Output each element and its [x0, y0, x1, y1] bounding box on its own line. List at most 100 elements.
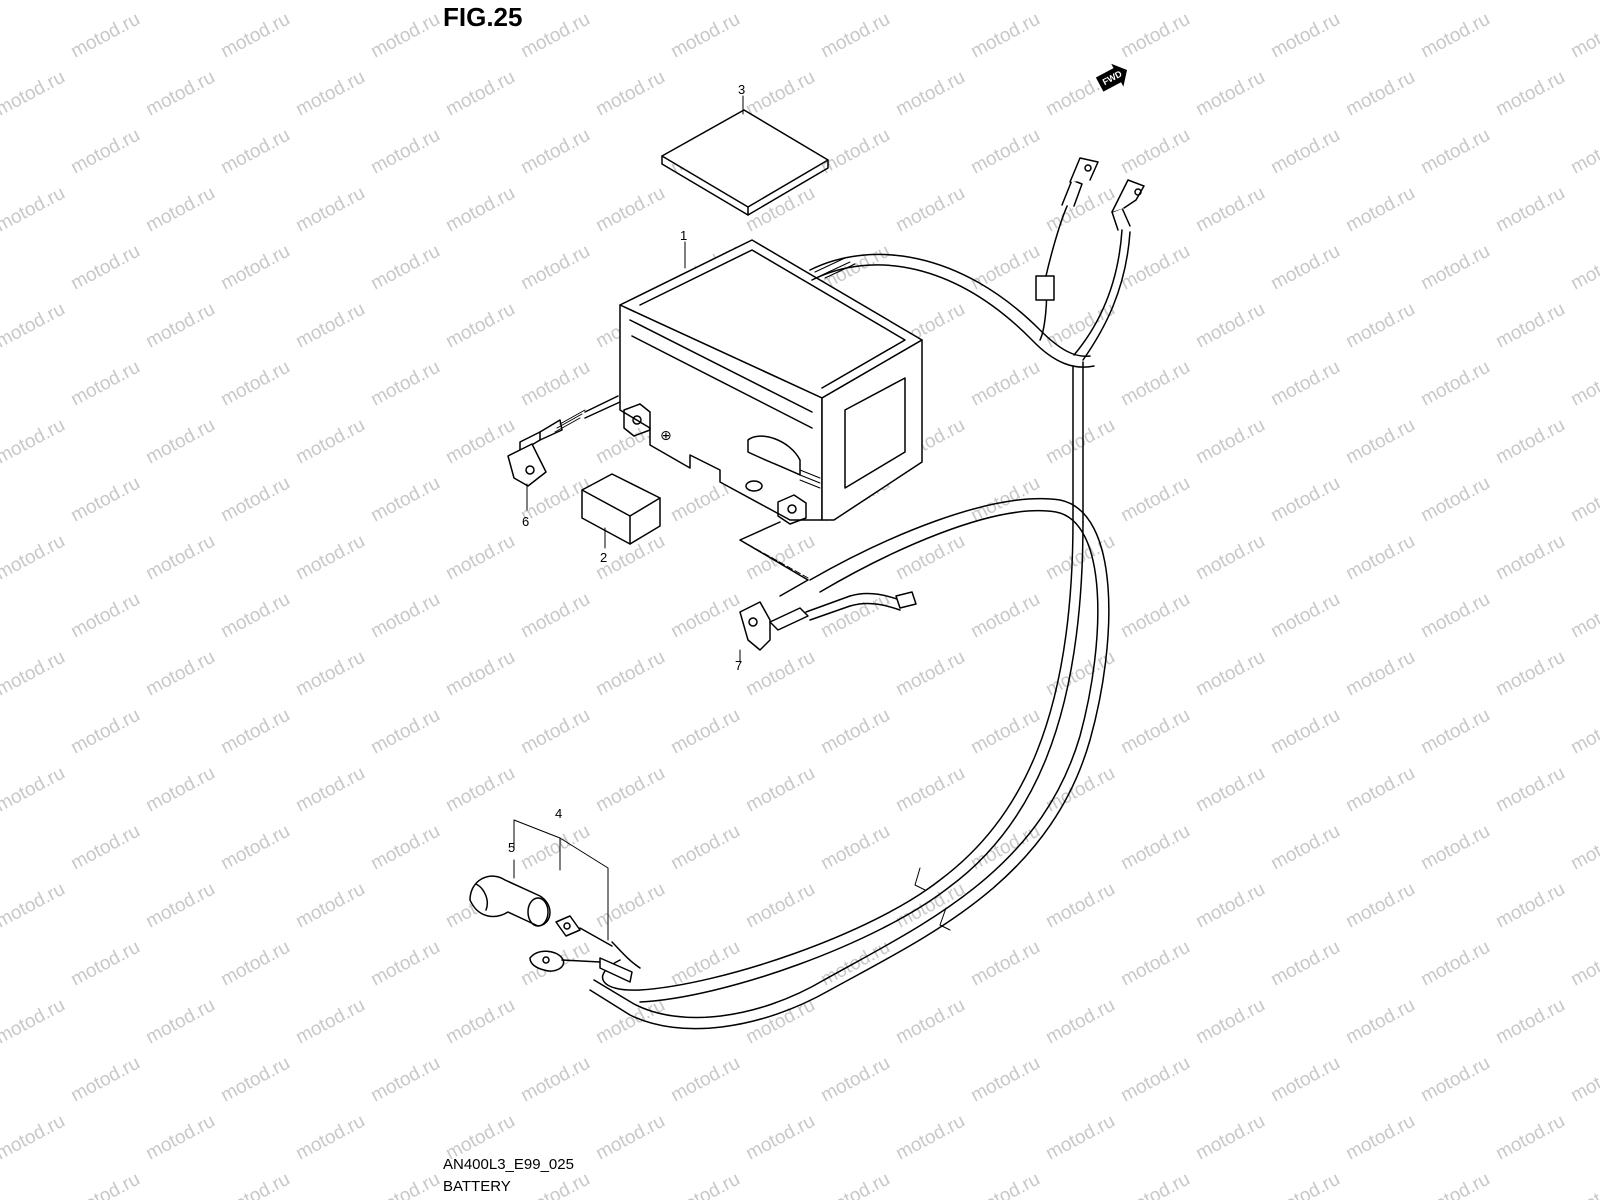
watermark-text: motod.ru — [1117, 705, 1193, 759]
watermark-text: motod.ru — [1492, 995, 1568, 1049]
watermark-text: motod.ru — [1117, 125, 1193, 179]
watermark-text: motod.ru — [367, 1169, 443, 1200]
watermark-text: motod.ru — [742, 0, 818, 4]
watermark-text: motod.ru — [367, 1053, 443, 1107]
watermark-text: motod.ru — [1267, 357, 1343, 411]
ground-cable-part — [469, 875, 641, 983]
watermark-text: motod.ru — [0, 183, 69, 237]
callout-6: 6 — [522, 514, 529, 529]
watermark-text: motod.ru — [67, 1053, 143, 1107]
watermark-text: motod.ru — [592, 183, 668, 237]
watermark-text: motod.ru — [142, 299, 218, 353]
watermark-text: motod.ru — [0, 531, 69, 585]
watermark-text: motod.ru — [892, 763, 968, 817]
watermark-text: motod.ru — [892, 67, 968, 121]
watermark-text: motod.ru — [817, 589, 893, 643]
watermark-text: motod.ru — [67, 241, 143, 295]
watermark-text: motod.ru — [1567, 589, 1600, 643]
watermark-text: motod.ru — [67, 357, 143, 411]
watermark-text: motod.ru — [1492, 763, 1568, 817]
watermark-text: motod.ru — [1567, 9, 1600, 63]
watermark-text: motod.ru — [817, 9, 893, 63]
watermark-text: motod.ru — [217, 241, 293, 295]
watermark-text: motod.ru — [217, 473, 293, 527]
watermark-text: motod.ru — [292, 995, 368, 1049]
watermark-text: motod.ru — [742, 531, 818, 585]
watermark-text: motod.ru — [817, 1169, 893, 1200]
watermark-text: motod.ru — [1492, 879, 1568, 933]
watermark-text: motod.ru — [1042, 299, 1118, 353]
fwd-arrow-icon: FWD — [1095, 63, 1128, 92]
watermark-text: motod.ru — [367, 473, 443, 527]
watermark-text: motod.ru — [1417, 589, 1493, 643]
watermark-text: motod.ru — [517, 1053, 593, 1107]
watermark-text: motod.ru — [367, 937, 443, 991]
watermark-text: motod.ru — [1117, 357, 1193, 411]
watermark-text: motod.ru — [1417, 1169, 1493, 1200]
watermark-text: motod.ru — [1342, 415, 1418, 469]
watermark-text: motod.ru — [217, 821, 293, 875]
watermark-text: motod.ru — [442, 995, 518, 1049]
watermark-text: motod.ru — [1342, 879, 1418, 933]
watermark-text: motod.ru — [1567, 705, 1600, 759]
watermark-text: motod.ru — [292, 415, 368, 469]
watermark-text: motod.ru — [142, 531, 218, 585]
watermark-text: motod.ru — [592, 1111, 668, 1165]
watermark-text: motod.ru — [517, 589, 593, 643]
watermark-text: motod.ru — [1267, 1169, 1343, 1200]
watermark-text: motod.ru — [367, 357, 443, 411]
watermark-text: motod.ru — [367, 589, 443, 643]
watermark-text: motod.ru — [442, 299, 518, 353]
watermark-text: motod.ru — [1417, 473, 1493, 527]
watermark-text: motod.ru — [217, 125, 293, 179]
watermark-text: motod.ru — [817, 125, 893, 179]
watermark-text: motod.ru — [367, 125, 443, 179]
figure-title: FIG.25 — [443, 2, 523, 32]
watermark-text: motod.ru — [1267, 589, 1343, 643]
watermark-text: motod.ru — [1342, 531, 1418, 585]
watermark-text: motod.ru — [217, 1053, 293, 1107]
watermark-text: motod.ru — [0, 763, 69, 817]
watermark-text: motod.ru — [742, 1111, 818, 1165]
watermark-text: motod.ru — [742, 67, 818, 121]
watermark-text: motod.ru — [517, 125, 593, 179]
watermark-text: motod.ru — [1192, 531, 1268, 585]
watermark-text: motod.ru — [442, 531, 518, 585]
negative-lead-part — [507, 395, 621, 487]
watermark-text: motod.ru — [667, 821, 743, 875]
watermark-text: motod.ru — [292, 879, 368, 933]
watermark-text: motod.ru — [892, 0, 968, 4]
watermark-text: motod.ru — [967, 937, 1043, 991]
watermark-text: motod.ru — [1192, 1111, 1268, 1165]
watermark-text: motod.ru — [1342, 183, 1418, 237]
watermark-text: motod.ru — [367, 705, 443, 759]
watermark-text: motod.ru — [1042, 0, 1118, 4]
watermark-text: motod.ru — [817, 937, 893, 991]
watermark-text: motod.ru — [0, 647, 69, 701]
watermark-text: motod.ru — [1417, 357, 1493, 411]
watermark-text: motod.ru — [517, 821, 593, 875]
watermark-text: motod.ru — [967, 125, 1043, 179]
watermark-text: motod.ru — [1267, 9, 1343, 63]
watermark-text: motod.ru — [1192, 299, 1268, 353]
watermark-text: motod.ru — [1342, 1111, 1418, 1165]
watermark-text: motod.ru — [442, 647, 518, 701]
watermark-text: motod.ru — [1567, 357, 1600, 411]
watermark-text: motod.ru — [1417, 705, 1493, 759]
watermark-text: motod.ru — [892, 183, 968, 237]
watermark-text: motod.ru — [817, 705, 893, 759]
watermark-text: motod.ru — [1492, 647, 1568, 701]
watermark-text: motod.ru — [592, 67, 668, 121]
callouts: 1 2 3 4 5 6 7 — [508, 82, 745, 855]
watermark-text: motod.ru — [0, 67, 69, 121]
watermark-text: motod.ru — [142, 183, 218, 237]
watermark-text: motod.ru — [1267, 705, 1343, 759]
watermark-text: motod.ru — [1492, 0, 1568, 4]
watermark-text: motod.ru — [817, 1053, 893, 1107]
watermark-text: motod.ru — [1567, 937, 1600, 991]
watermark-text: motod.ru — [217, 705, 293, 759]
watermark-text: motod.ru — [967, 241, 1043, 295]
watermark-text: motod.ru — [1042, 879, 1118, 933]
watermark-text: motod.ru — [1267, 937, 1343, 991]
